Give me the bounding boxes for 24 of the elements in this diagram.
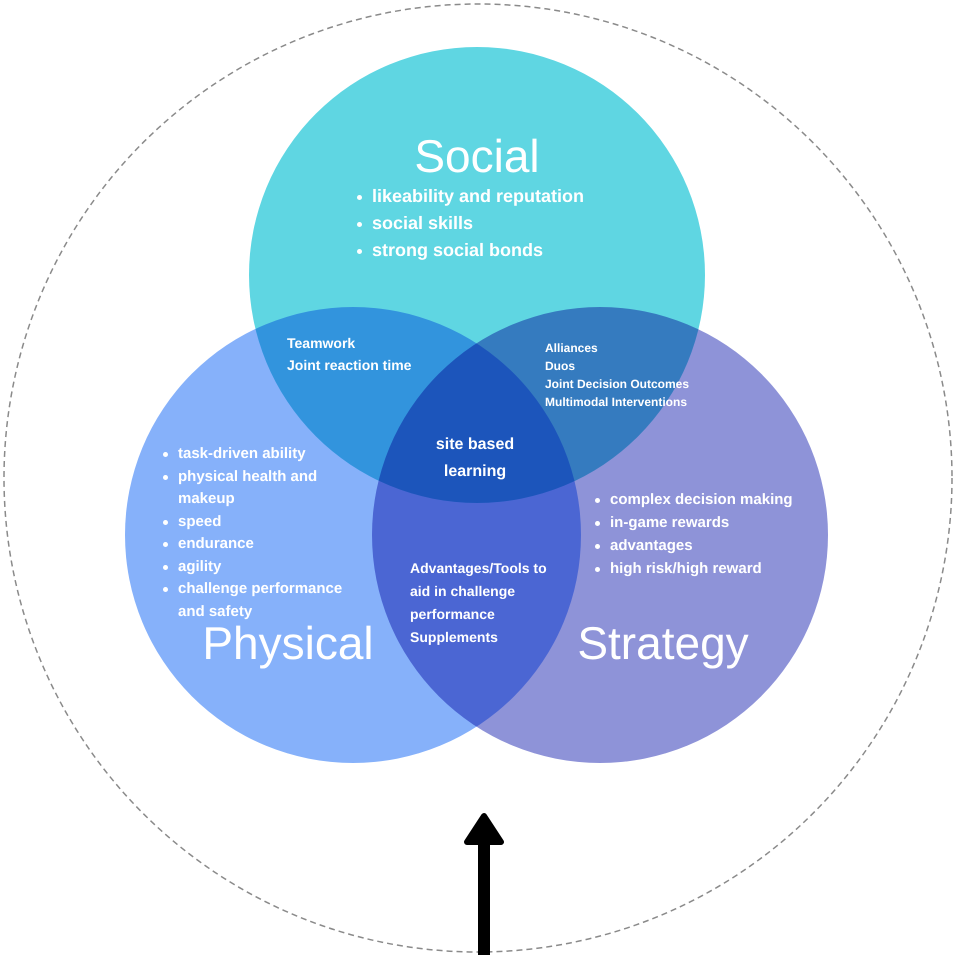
overlap-label: Joint reaction time	[287, 356, 412, 374]
bullet-item: high risk/high reward	[610, 560, 762, 577]
overlap-label: Advantages/Tools to aid in challenge performance	[410, 559, 548, 624]
bullet-item: challenge performance and safety	[178, 580, 342, 620]
overlap-label: Teamwork	[287, 334, 356, 352]
overlap-label: Alliances	[545, 341, 599, 357]
overlap-label: Multimodal Interventions	[545, 395, 688, 411]
bullet-item: in-game rewards	[610, 514, 730, 531]
bullet-item: social skills	[372, 213, 474, 233]
overlap-label: Supplements	[410, 628, 499, 647]
bullet-item: advantages	[610, 537, 693, 554]
center-label: site based learning	[434, 435, 516, 482]
circle-title: Social	[413, 133, 541, 179]
bullet-item: strong social bonds	[372, 240, 544, 260]
bullet-item: task-driven ability	[178, 445, 306, 462]
circle-title: Strategy	[576, 620, 750, 666]
overlap-label: Joint Decision Outcomes	[545, 377, 690, 393]
overlap-label: Duos	[545, 359, 576, 375]
bullet-item: endurance	[178, 535, 254, 552]
bullet-item: agility	[178, 558, 222, 574]
bullet-item: likeability and reputation	[372, 186, 584, 206]
bullet-item: complex decision making	[610, 491, 793, 508]
bullet-item: speed	[178, 512, 222, 530]
dashed-circle-outline	[3, 3, 953, 953]
